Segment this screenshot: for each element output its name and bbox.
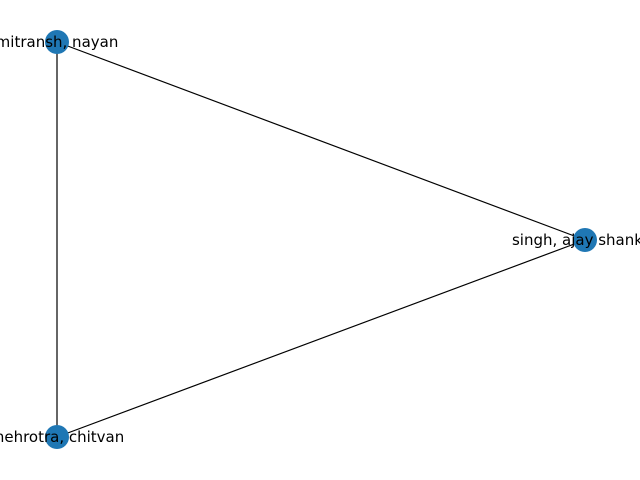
graph-edge	[56, 239, 586, 438]
graph-nodes	[45, 30, 597, 449]
node-label: mitransh, nayan	[0, 33, 118, 51]
node-label: mehrotra, chitvan	[0, 428, 124, 446]
graph-node[interactable]	[45, 30, 69, 54]
graph-edges	[56, 41, 586, 438]
graph-edge	[56, 41, 586, 241]
node-label: singh, ajay shankar	[512, 231, 640, 249]
graph-node[interactable]	[45, 425, 69, 449]
graph-node[interactable]	[573, 228, 597, 252]
graph-labels: mitransh, nayan singh, ajay shankar mehr…	[0, 33, 640, 446]
